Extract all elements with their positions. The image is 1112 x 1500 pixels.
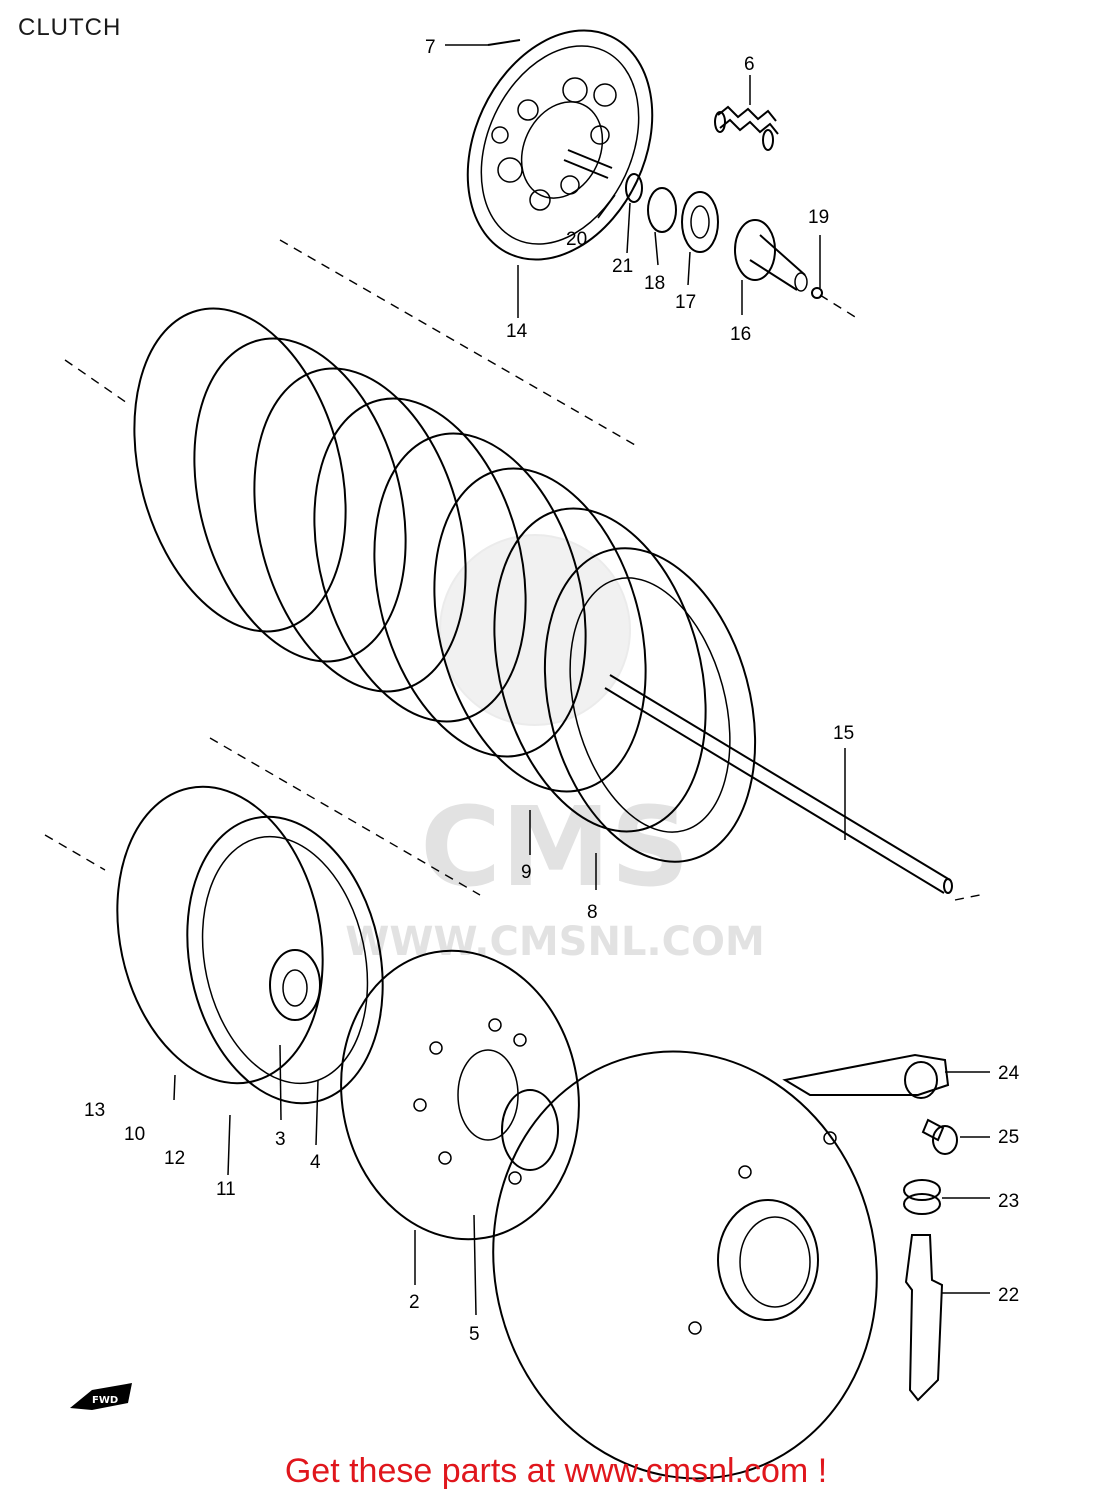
callout-14: 14	[506, 321, 528, 342]
callout-24: 24	[998, 1063, 1020, 1084]
callout-15: 15	[833, 723, 854, 744]
clutch-plate-stack	[64, 239, 757, 863]
callout-20: 20	[566, 229, 587, 250]
clutch-pushrod	[604, 674, 981, 901]
callout-7: 7	[425, 37, 436, 58]
buy-parts-link[interactable]: Get these parts at www.cmsnl.com !	[284, 1452, 828, 1490]
callout-5: 5	[469, 1324, 480, 1345]
callout-10: 10	[124, 1124, 145, 1145]
watermark-url: WWW.CMSNL.COM	[345, 919, 765, 965]
callout-25: 25	[998, 1127, 1019, 1148]
callout-12: 12	[164, 1148, 185, 1169]
callout-21: 21	[612, 256, 633, 277]
callout-6: 6	[744, 54, 755, 75]
fwd-label: FWD	[92, 1395, 118, 1406]
callout-22: 22	[998, 1285, 1019, 1306]
watermark-brand: CMS	[420, 783, 689, 911]
pressure-plate	[466, 29, 654, 261]
callout-18: 18	[644, 273, 665, 294]
callout-17: 17	[675, 292, 696, 313]
release-lever-assembly	[782, 1053, 958, 1402]
fwd-direction-arrow: FWD	[70, 1383, 132, 1410]
callout-9: 9	[521, 862, 532, 883]
clutch-spring	[714, 105, 779, 151]
callout-3: 3	[275, 1129, 286, 1150]
callout-4: 4	[310, 1152, 321, 1173]
callout-19: 19	[808, 207, 829, 228]
callout-13: 13	[84, 1100, 105, 1121]
callout-23: 23	[998, 1191, 1019, 1212]
callout-8: 8	[587, 902, 598, 923]
callout-11: 11	[216, 1179, 236, 1200]
callout-2: 2	[409, 1292, 420, 1313]
section-title: CLUTCH	[18, 14, 122, 41]
callout-16: 16	[730, 324, 751, 345]
clutch-housing-assembly	[44, 737, 878, 1480]
